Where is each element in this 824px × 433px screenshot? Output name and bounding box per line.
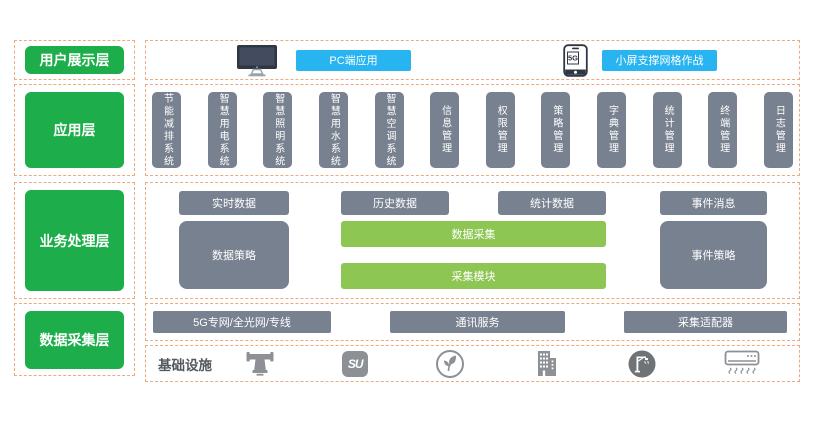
su-logo-icon: SU bbox=[342, 350, 369, 377]
app-system-info-management: 信息管理 bbox=[430, 92, 460, 168]
app-system-smart-lighting: 智慧照明系统 bbox=[263, 92, 293, 168]
presentation-row: PC端应用 5G 小屏支撑网格作战 bbox=[145, 40, 800, 80]
app-system-permission-management: 权限管理 bbox=[485, 92, 515, 168]
application-row: 节能减排系统 智慧用电系统 智慧照明系统 智慧用水系统 智慧空调系统 信息管理 … bbox=[145, 84, 800, 176]
pipe-fitting-icon bbox=[245, 349, 275, 378]
eco-leaf-icon bbox=[435, 349, 465, 379]
pc-app-button: PC端应用 bbox=[296, 49, 411, 71]
statistics-data-box: 统计数据 bbox=[498, 191, 606, 215]
air-conditioner-icon bbox=[724, 350, 760, 377]
infrastructure-label: 基础设施 bbox=[158, 357, 212, 373]
network-5g-bar: 5G专网/全光网/专线 bbox=[153, 311, 331, 333]
app-system-statistics-management: 统计管理 bbox=[652, 92, 682, 168]
mobile-app-button: 小屏支撑网格作战 bbox=[602, 49, 717, 71]
infrastructure-row: 基础设施 SU bbox=[145, 345, 800, 382]
history-data-box: 历史数据 bbox=[341, 191, 449, 215]
event-strategy-box: 事件策略 bbox=[660, 221, 767, 289]
streetlight-icon bbox=[627, 349, 657, 379]
event-message-box: 事件消息 bbox=[660, 191, 767, 215]
app-system-dictionary-management: 字典管理 bbox=[597, 92, 626, 168]
app-system-log-management: 日志管理 bbox=[763, 92, 793, 168]
layer-label-data-collection: 数据采集层 bbox=[25, 310, 124, 369]
app-system-smart-hvac: 智慧空调系统 bbox=[374, 92, 404, 168]
sidebar-box-presentation-layer: 用户展示层 bbox=[14, 40, 135, 80]
layer-label-application: 应用层 bbox=[25, 92, 124, 168]
app-system-terminal-management: 终端管理 bbox=[708, 92, 738, 168]
mobile-phone-5g-icon: 5G bbox=[563, 43, 588, 77]
sidebar-box-application-layer: 应用层 bbox=[14, 84, 135, 176]
layer-label-presentation: 用户展示层 bbox=[25, 46, 124, 74]
network-row: 5G专网/全光网/专线 通讯服务 采集适配器 bbox=[145, 303, 800, 341]
sidebar-box-data-collection-layer: 数据采集层 bbox=[14, 303, 135, 376]
business-row: 实时数据 数据策略 历史数据 统计数据 数据采集 采集模块 事件消息 事件策略 bbox=[145, 182, 800, 299]
data-strategy-box: 数据策略 bbox=[179, 221, 289, 289]
pc-monitor-icon bbox=[236, 44, 278, 77]
communication-service-bar: 通讯服务 bbox=[390, 311, 565, 333]
collection-module-bar: 采集模块 bbox=[341, 263, 606, 289]
realtime-data-box: 实时数据 bbox=[179, 191, 289, 215]
collection-adapter-bar: 采集适配器 bbox=[624, 311, 787, 333]
app-system-energy-saving: 节能减排系统 bbox=[152, 92, 181, 168]
data-collection-bar: 数据采集 bbox=[341, 221, 606, 247]
sidebar-box-business-layer: 业务处理层 bbox=[14, 182, 135, 299]
building-icon bbox=[532, 349, 560, 378]
app-system-smart-electricity: 智慧用电系统 bbox=[207, 92, 237, 168]
layer-label-business: 业务处理层 bbox=[25, 190, 124, 291]
svg-text:5G: 5G bbox=[568, 53, 578, 62]
app-system-strategy-management: 策略管理 bbox=[541, 92, 571, 168]
app-system-smart-water: 智慧用水系统 bbox=[318, 92, 348, 168]
